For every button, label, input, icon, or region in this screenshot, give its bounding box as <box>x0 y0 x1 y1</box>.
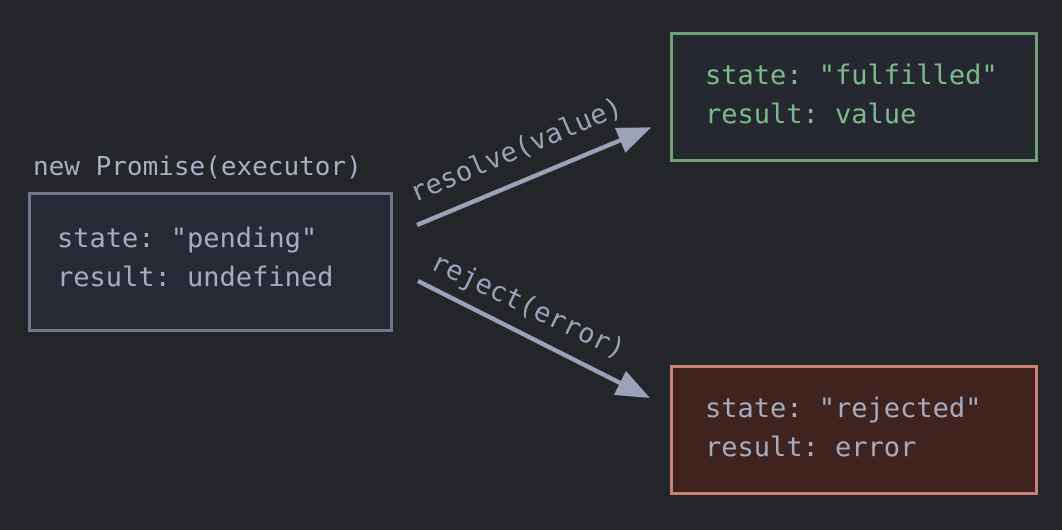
fulfilled-state-box: state: "fulfilled" result: value <box>670 32 1038 162</box>
fulfilled-state-line: state: "fulfilled" <box>705 60 998 91</box>
reject-arrow-label: reject(error) <box>425 246 631 366</box>
fulfilled-result-line: result: value <box>705 99 917 130</box>
rejected-state-box: state: "rejected" result: error <box>670 365 1038 495</box>
rejected-result-line: result: error <box>705 432 917 463</box>
promise-constructor-label: new Promise(executor) <box>33 152 362 182</box>
pending-result-line: result: undefined <box>57 262 334 293</box>
resolve-arrow <box>416 127 652 228</box>
pending-state-box: state: "pending" result: undefined <box>28 192 393 332</box>
pending-state-line: state: "pending" <box>57 223 318 254</box>
reject-arrow <box>416 278 651 399</box>
resolve-arrow-label: resolve(value) <box>405 91 627 209</box>
rejected-state-line: state: "rejected" <box>705 393 982 424</box>
